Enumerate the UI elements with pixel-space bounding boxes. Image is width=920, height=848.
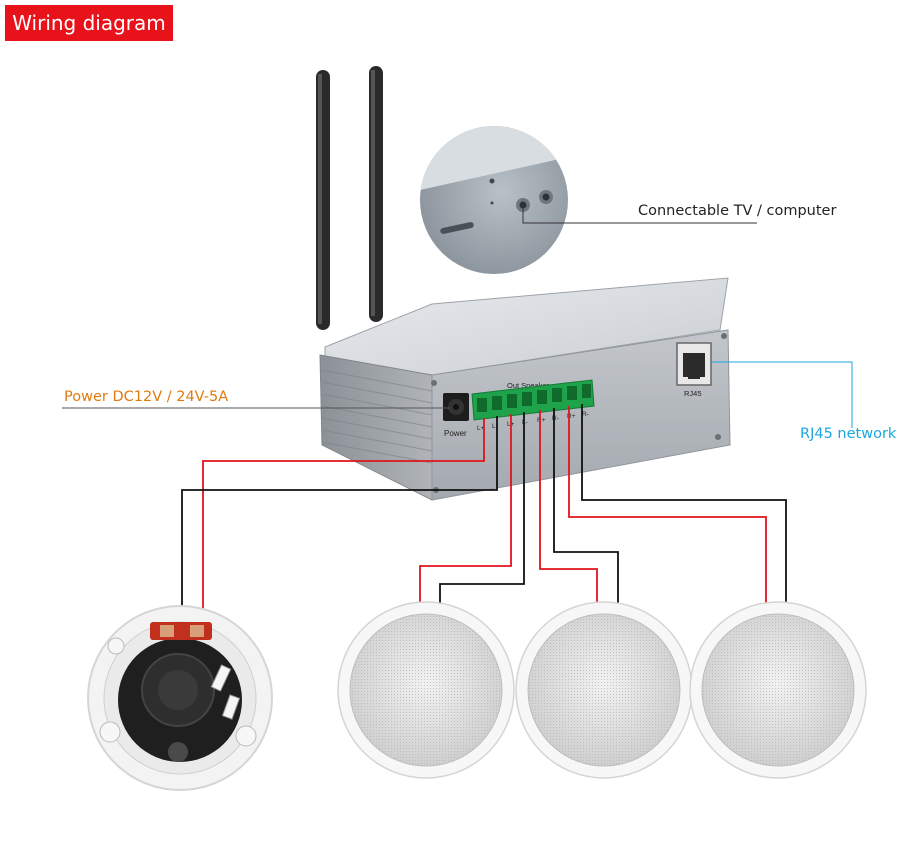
out-speaker-label: Out Speaker [507, 381, 550, 390]
tv-callout-label: Connectable TV / computer [638, 203, 837, 219]
rj45-callout-label: RJ45 network [800, 426, 897, 442]
speaker-rear-view [87, 605, 273, 791]
tv-callout-line [522, 205, 757, 224]
power-callout-label: Power DC12V / 24V-5A [64, 389, 229, 405]
ceiling-speaker-2 [515, 601, 693, 779]
magnified-input-ports [420, 126, 568, 274]
wire-rear-negative [181, 416, 498, 621]
amplifier-device [319, 277, 731, 501]
wire-speaker1-negative [439, 412, 525, 605]
power-port-label: Power [444, 429, 467, 438]
antenna-right [369, 66, 383, 322]
terminal-label: R- [582, 411, 589, 418]
terminal-label: R+ [567, 413, 576, 420]
speaker-wires [181, 404, 787, 621]
speaker-terminal-block [471, 379, 595, 421]
diagram-title: Wiring diagram [5, 5, 173, 41]
terminal-label: R- [552, 415, 559, 422]
rj45-callout-line [711, 361, 853, 428]
wire-speaker3-positive [568, 406, 767, 605]
wire-speaker3-negative [581, 404, 787, 605]
terminal-label: L+ [477, 425, 485, 432]
antenna-left [316, 70, 330, 330]
ceiling-speaker-3 [689, 601, 867, 779]
power-jack [443, 393, 469, 421]
wire-rear-positive [202, 418, 485, 621]
rj45-port-label: RJ45 [684, 389, 702, 398]
wire-speaker2-negative [553, 408, 619, 605]
rj45-port [676, 342, 712, 386]
wire-speaker2-positive [539, 410, 598, 605]
wire-speaker1-positive [419, 414, 512, 605]
terminal-label: R+ [537, 417, 546, 424]
terminal-label: L- [492, 423, 498, 430]
ceiling-speaker-1 [337, 601, 515, 779]
